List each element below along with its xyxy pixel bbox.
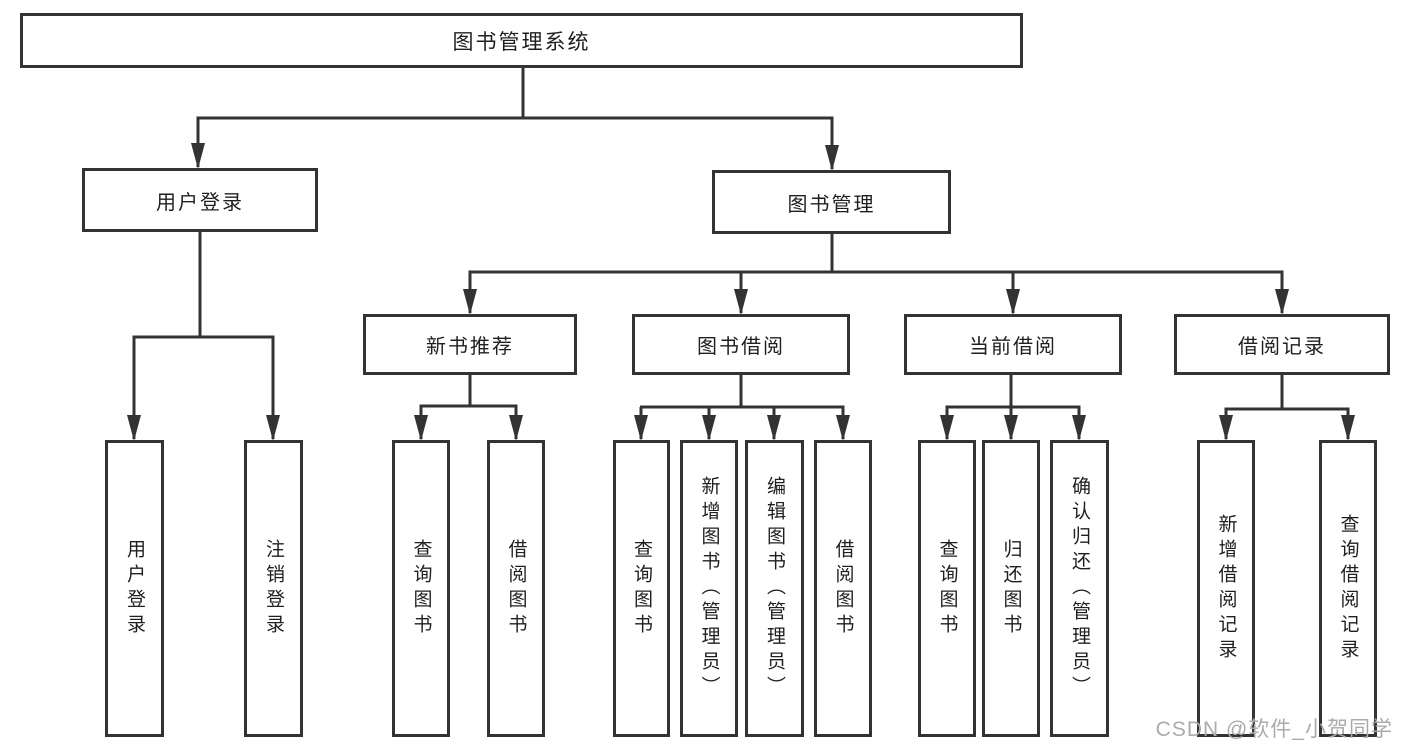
leaf-records-add-record: 新增借阅记录: [1197, 440, 1255, 737]
node-new-book-recommend: 新书推荐: [363, 314, 577, 375]
connector-book-management-to-level3: [463, 234, 1289, 315]
leaf-recommend-borrow-books: 借阅图书: [487, 440, 545, 737]
leaf-recommend-query-books: 查询图书: [392, 440, 450, 737]
node-book-borrow: 图书借阅: [632, 314, 850, 375]
leaf-records-query-record: 查询借阅记录: [1319, 440, 1377, 737]
node-label: 图书管理: [787, 193, 876, 216]
leaf-logout: 注销登录: [244, 440, 303, 737]
node-user-login: 用户登录: [82, 168, 318, 232]
connector-new-book-recommend-children: [414, 375, 523, 441]
node-current-borrow: 当前借阅: [904, 314, 1122, 375]
node-label: 新书推荐: [426, 336, 514, 358]
connector-user-login-children: [127, 232, 280, 441]
node-label: 当前借阅: [969, 336, 1057, 358]
node-label: 查询图书: [410, 538, 432, 639]
connector-root-to-level2: [191, 68, 839, 171]
leaf-user-login: 用户登录: [105, 440, 164, 737]
node-label: 新增借阅记录: [1215, 513, 1237, 664]
node-label: 编辑图书（管理员）: [764, 476, 785, 701]
leaf-current-query-books: 查询图书: [918, 440, 976, 737]
leaf-current-confirm-return-admin: 确认归还（管理员）: [1050, 440, 1109, 737]
node-label: 注销登录: [263, 538, 284, 639]
node-label: 借阅记录: [1238, 336, 1326, 358]
node-book-management: 图书管理: [712, 170, 951, 234]
node-label: 图书管理系统: [452, 30, 591, 54]
node-label: 借阅图书: [505, 538, 527, 639]
node-system: 图书管理系统: [20, 13, 1023, 68]
node-label: 借阅图书: [832, 538, 854, 639]
node-label: 图书借阅: [697, 336, 785, 358]
leaf-current-return-books: 归还图书: [982, 440, 1040, 737]
connector-book-borrow-children: [634, 375, 850, 441]
connector-current-borrow-children: [940, 375, 1086, 441]
node-label: 用户登录: [124, 538, 145, 639]
node-label: 归还图书: [1000, 538, 1022, 639]
node-label: 查询图书: [631, 538, 652, 639]
leaf-borrow-borrow-books: 借阅图书: [814, 440, 872, 737]
node-label: 查询借阅记录: [1337, 513, 1359, 664]
node-label: 用户登录: [156, 191, 244, 214]
leaf-borrow-query-books: 查询图书: [613, 440, 670, 737]
watermark-text: CSDN @软件_小贺同学: [1155, 718, 1393, 741]
node-label: 确认归还（管理员）: [1069, 476, 1090, 701]
node-label: 新增图书（管理员）: [698, 476, 720, 701]
node-borrow-records: 借阅记录: [1174, 314, 1390, 375]
leaf-borrow-add-books-admin: 新增图书（管理员）: [680, 440, 738, 737]
node-label: 查询图书: [936, 538, 958, 639]
leaf-borrow-edit-books-admin: 编辑图书（管理员）: [745, 440, 804, 737]
connector-borrow-records-children: [1219, 375, 1355, 441]
